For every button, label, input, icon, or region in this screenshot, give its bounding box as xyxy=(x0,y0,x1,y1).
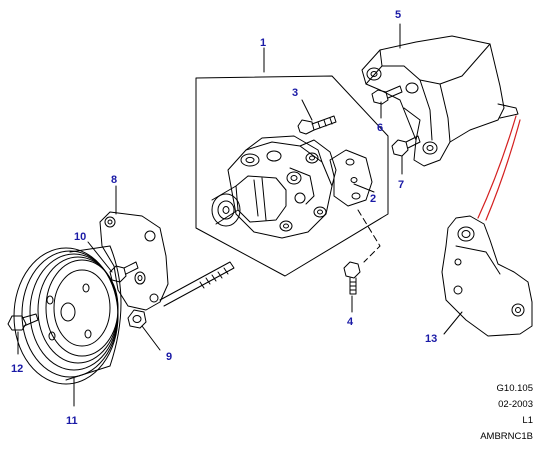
callout-5: 5 xyxy=(395,9,401,21)
ref-id: AMBRNC1B xyxy=(480,431,533,442)
ref-level: L1 xyxy=(522,415,533,426)
pump-detail-frame xyxy=(195,75,389,277)
callout-8: 8 xyxy=(111,174,117,186)
drive-belt xyxy=(477,115,521,221)
callout-4: 4 xyxy=(347,316,354,328)
power-steering-pump xyxy=(211,135,337,239)
callout-7: 7 xyxy=(398,179,404,191)
bolt-7 xyxy=(391,135,421,157)
callout-9: 9 xyxy=(166,351,172,363)
callout-13: 13 xyxy=(425,333,437,345)
through-bolt xyxy=(159,261,235,307)
bolt-4 xyxy=(343,261,361,295)
assembly-centerline xyxy=(357,209,381,263)
callout-10: 10 xyxy=(74,231,86,243)
callout-2: 2 xyxy=(370,193,376,205)
bolt-9 xyxy=(127,309,147,329)
ref-date: 02-2003 xyxy=(498,399,533,410)
callout-11: 11 xyxy=(66,415,78,427)
mounting-bracket-8 xyxy=(99,211,169,311)
bolt-3 xyxy=(297,115,337,135)
bolt-6 xyxy=(371,85,403,105)
bolt-10 xyxy=(109,261,139,283)
callout-6: 6 xyxy=(377,122,383,134)
ref-code: G10.105 xyxy=(496,383,533,394)
pulley-11 xyxy=(13,245,122,385)
mounting-bracket-5 xyxy=(361,35,519,167)
leader-lines xyxy=(17,23,463,407)
callout-12: 12 xyxy=(11,363,23,375)
gasket-2 xyxy=(329,149,373,207)
callout-3: 3 xyxy=(292,87,298,99)
bolt-12 xyxy=(7,313,39,331)
mounting-bracket-13 xyxy=(441,215,533,337)
callout-1: 1 xyxy=(260,37,266,49)
